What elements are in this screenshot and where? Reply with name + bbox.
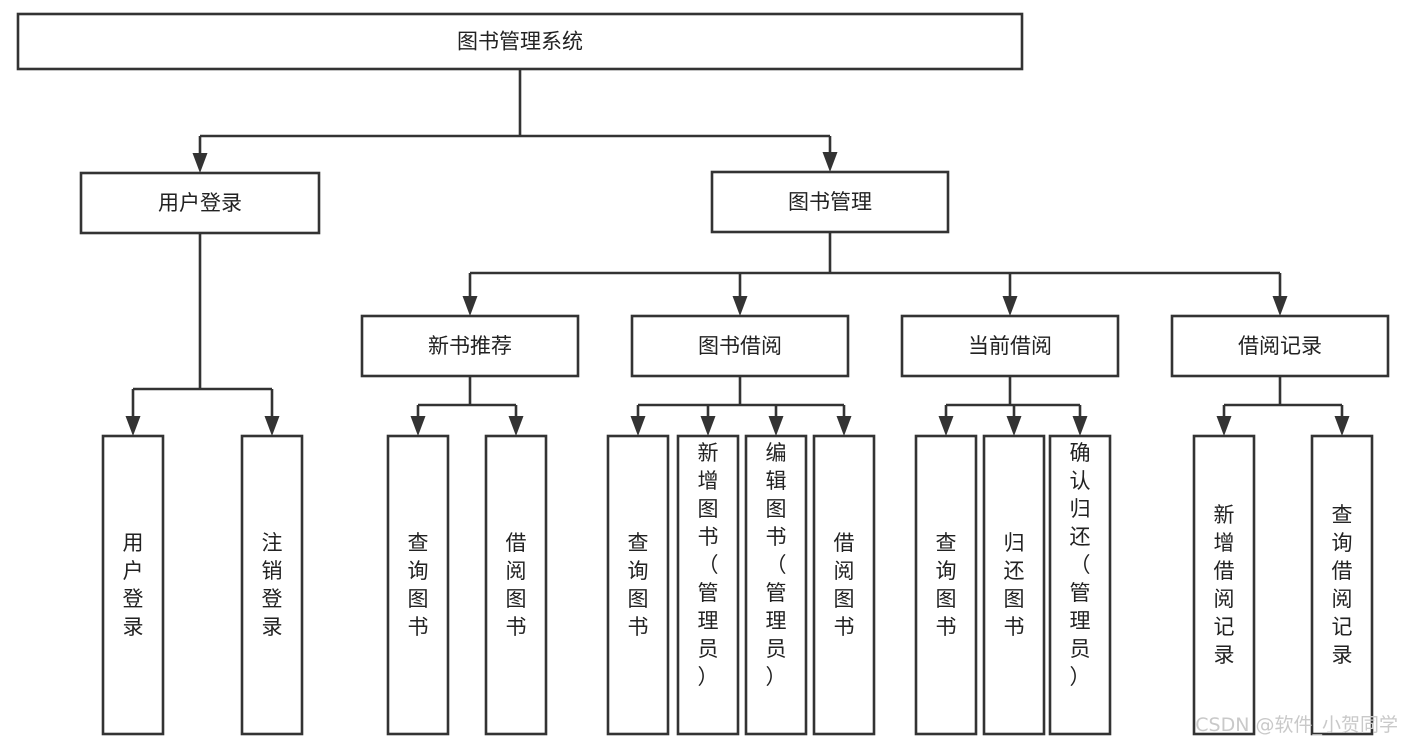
node-leaf-query-book-rec[interactable]: 查询图书 bbox=[386, 434, 450, 736]
node-label: 新增图书（管理员） bbox=[698, 441, 719, 689]
connector-group-root bbox=[192, 69, 838, 173]
connector-group-book-borrow bbox=[630, 376, 852, 436]
node-box[interactable] bbox=[1048, 434, 1112, 736]
node-box[interactable] bbox=[360, 314, 580, 378]
arrow-head-icon bbox=[732, 296, 748, 316]
connector-layer bbox=[125, 69, 1350, 436]
node-leaf-return-book[interactable]: 归还图书 bbox=[982, 434, 1046, 736]
node-label: 查询借阅记录 bbox=[1332, 503, 1353, 667]
node-box[interactable] bbox=[812, 434, 876, 736]
node-label: 新增借阅记录 bbox=[1214, 503, 1235, 667]
arrow-head-icon bbox=[462, 296, 478, 316]
arrow-head-icon bbox=[768, 416, 784, 436]
node-box[interactable] bbox=[16, 12, 1024, 71]
arrow-head-icon bbox=[938, 416, 954, 436]
node-leaf-add-book-admin[interactable]: 新增图书（管理员） bbox=[676, 434, 740, 736]
connector-group-new-book-recommend bbox=[410, 376, 524, 436]
connector-group-current-borrow bbox=[938, 376, 1088, 436]
node-box[interactable] bbox=[744, 434, 808, 736]
node-leaf-add-borrow-record[interactable]: 新增借阅记录 bbox=[1192, 434, 1256, 736]
node-leaf-logout[interactable]: 注销登录 bbox=[240, 434, 304, 736]
node-box[interactable] bbox=[386, 434, 450, 736]
arrow-head-icon bbox=[700, 416, 716, 436]
node-box[interactable] bbox=[914, 434, 978, 736]
node-leaf-borrow-book-rec[interactable]: 借阅图书 bbox=[484, 434, 548, 736]
node-box[interactable] bbox=[982, 434, 1046, 736]
node-leaf-query-book-borrow[interactable]: 查询图书 bbox=[606, 434, 670, 736]
node-label: 借阅图书 bbox=[506, 531, 527, 639]
arrow-head-icon bbox=[836, 416, 852, 436]
connector-group-borrow-record bbox=[1216, 376, 1350, 436]
node-label: 注销登录 bbox=[262, 531, 283, 639]
arrow-head-icon bbox=[630, 416, 646, 436]
node-label: 借阅记录 bbox=[1238, 334, 1322, 358]
node-current-borrow[interactable]: 当前借阅 bbox=[900, 314, 1120, 378]
arrow-head-icon bbox=[822, 152, 838, 172]
node-leaf-edit-book-admin[interactable]: 编辑图书（管理员） bbox=[744, 434, 808, 736]
node-box[interactable] bbox=[1310, 434, 1374, 736]
node-leaf-query-borrow-record[interactable]: 查询借阅记录 bbox=[1310, 434, 1374, 736]
node-box[interactable] bbox=[630, 314, 850, 378]
node-leaf-query-book-current[interactable]: 查询图书 bbox=[914, 434, 978, 736]
node-label: 用户登录 bbox=[123, 531, 144, 639]
node-book-manage[interactable]: 图书管理 bbox=[710, 170, 950, 234]
csdn-watermark: CSDN @软件_小贺同学 bbox=[1195, 714, 1398, 736]
node-box[interactable] bbox=[79, 171, 321, 235]
arrow-head-icon bbox=[410, 416, 426, 436]
node-box[interactable] bbox=[606, 434, 670, 736]
node-label: 图书借阅 bbox=[698, 334, 782, 358]
node-box[interactable] bbox=[900, 314, 1120, 378]
node-label: 用户登录 bbox=[158, 191, 242, 215]
node-label: 借阅图书 bbox=[834, 531, 855, 639]
node-label: 图书管理 bbox=[788, 190, 872, 214]
node-box[interactable] bbox=[484, 434, 548, 736]
node-box[interactable] bbox=[710, 170, 950, 234]
node-box[interactable] bbox=[101, 434, 165, 736]
node-new-book-recommend[interactable]: 新书推荐 bbox=[360, 314, 580, 378]
node-box[interactable] bbox=[676, 434, 740, 736]
node-root[interactable]: 图书管理系统 bbox=[16, 12, 1024, 71]
node-layer: 图书管理系统用户登录图书管理新书推荐图书借阅当前借阅借阅记录用户登录注销登录查询… bbox=[16, 12, 1390, 736]
node-label: 新书推荐 bbox=[428, 334, 512, 358]
connector-group-book-manage bbox=[462, 232, 1288, 316]
node-label: 图书管理系统 bbox=[457, 30, 583, 54]
arrow-head-icon bbox=[1002, 296, 1018, 316]
node-box[interactable] bbox=[240, 434, 304, 736]
node-leaf-user-login[interactable]: 用户登录 bbox=[101, 434, 165, 736]
node-label: 当前借阅 bbox=[968, 334, 1052, 358]
arrow-head-icon bbox=[1072, 416, 1088, 436]
arrow-head-icon bbox=[125, 416, 141, 436]
arrow-head-icon bbox=[1334, 416, 1350, 436]
connector-group-user-login bbox=[125, 233, 280, 436]
node-leaf-borrow-book[interactable]: 借阅图书 bbox=[812, 434, 876, 736]
node-box[interactable] bbox=[1192, 434, 1256, 736]
node-book-borrow[interactable]: 图书借阅 bbox=[630, 314, 850, 378]
arrow-head-icon bbox=[192, 153, 208, 173]
node-leaf-confirm-return-admin[interactable]: 确认归还（管理员） bbox=[1048, 434, 1112, 736]
arrow-head-icon bbox=[1006, 416, 1022, 436]
node-box[interactable] bbox=[1170, 314, 1390, 378]
arrow-head-icon bbox=[264, 416, 280, 436]
node-label: 查询图书 bbox=[936, 531, 957, 639]
node-user-login[interactable]: 用户登录 bbox=[79, 171, 321, 235]
arrow-head-icon bbox=[1216, 416, 1232, 436]
node-label: 归还图书 bbox=[1004, 531, 1025, 639]
arrow-head-icon bbox=[1272, 296, 1288, 316]
node-label: 编辑图书（管理员） bbox=[766, 441, 787, 689]
node-borrow-record[interactable]: 借阅记录 bbox=[1170, 314, 1390, 378]
arrow-head-icon bbox=[508, 416, 524, 436]
node-label: 查询图书 bbox=[408, 531, 429, 639]
node-label: 查询图书 bbox=[628, 531, 649, 639]
node-label: 确认归还（管理员） bbox=[1070, 441, 1091, 689]
